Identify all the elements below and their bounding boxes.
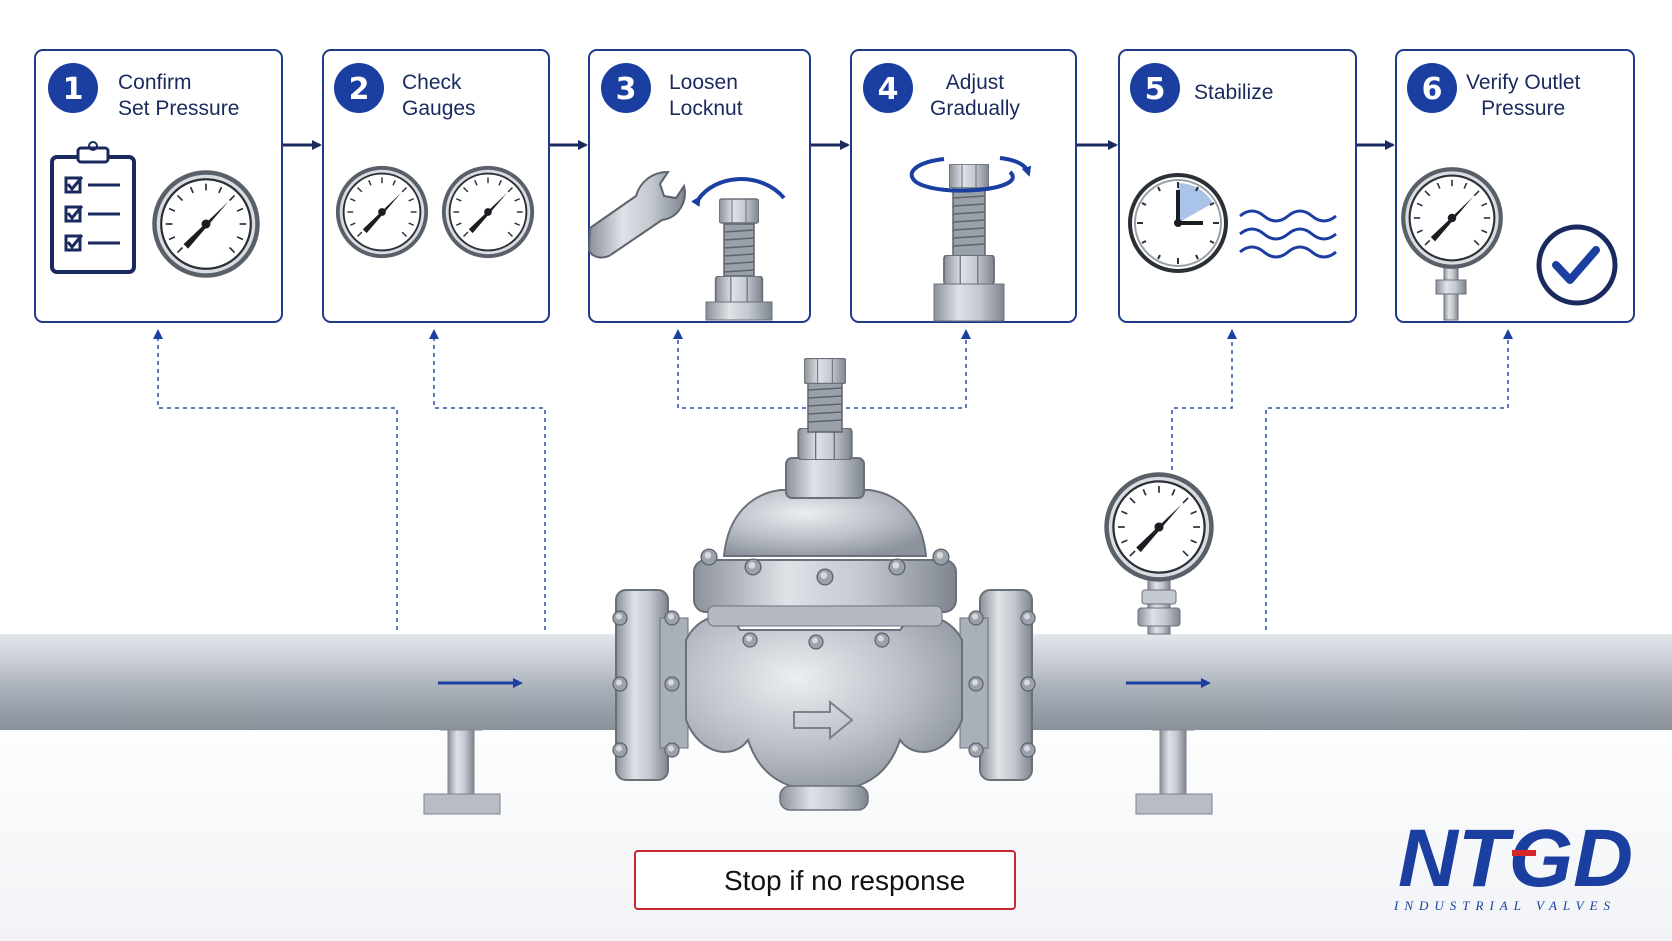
checkmark-circle-icon (1536, 224, 1618, 306)
pressure-gauge-icon (151, 169, 261, 279)
pressure-gauge-icon (334, 164, 430, 260)
brand-logo-text: NTGD (1398, 813, 1633, 904)
step-badge-5 (1130, 63, 1180, 113)
step-label-5: Stabilize (1194, 80, 1273, 106)
locknut-bolt-icon (705, 198, 773, 321)
step-label-4: Adjust Gradually (930, 70, 1020, 122)
step-label-line: Set Pressure (118, 97, 240, 120)
step-number-2: 2 (349, 72, 370, 107)
clipboard-checklist-icon (50, 141, 136, 274)
clock-icon (1128, 173, 1228, 273)
pressure-gauge-icon (1400, 166, 1504, 321)
step-badge-4 (863, 63, 913, 113)
step-cards (34, 49, 1635, 323)
step-label-line: Confirm (118, 71, 192, 94)
step-label-line: Adjust (945, 71, 1005, 94)
rotate-arrow-icon (691, 177, 786, 207)
pressure-regulator-valve (612, 358, 1036, 811)
adjust-screw-icon (933, 164, 1005, 322)
step-label-6: Verify Outlet Pressure (1466, 70, 1580, 122)
dashed-connectors (153, 329, 1513, 630)
step-badge-3 (601, 63, 651, 113)
step-number-6: 6 (1422, 72, 1443, 107)
step-label-3: Loosen Locknut (669, 70, 743, 122)
inlet-pipe (0, 634, 640, 730)
wave-lines-icon (1239, 209, 1337, 259)
step-number-badges (48, 63, 1457, 113)
brand-tagline: INDUSTRIAL VALVES (1394, 898, 1617, 913)
circular-arrow-icon (909, 156, 1032, 193)
step-number-4: 4 (878, 72, 899, 107)
step-badge-6 (1407, 63, 1457, 113)
step-number-1: 1 (63, 72, 84, 107)
outlet-pressure-gauge (1103, 471, 1215, 635)
step-label-line: Gradually (930, 97, 1020, 120)
ntgd-logo: NTGD (1398, 813, 1633, 904)
step-label-2: Check Gauges (402, 70, 476, 122)
step-badge-1 (48, 63, 98, 113)
step-label-line: Check (402, 71, 462, 94)
warning-text: Stop if no response (724, 865, 966, 896)
step-label-line: Gauges (402, 97, 476, 120)
step-label-line: Locknut (669, 97, 743, 120)
outlet-pipe (1014, 634, 1672, 730)
step-label-line: Pressure (1481, 97, 1566, 120)
step-label-line: Loosen (669, 71, 738, 94)
step-number-5: 5 (1145, 72, 1166, 107)
wrench-icon (587, 170, 686, 259)
step-badge-2 (334, 63, 384, 113)
warning-box: Stop if no response (634, 850, 1016, 910)
pressure-gauge-icon (440, 164, 536, 260)
step-label-line: Verify Outlet (1466, 71, 1581, 94)
step-label-line: Stabilize (1194, 81, 1274, 104)
step-label-1: Confirm Set Pressure (118, 70, 239, 122)
step-number-3: 3 (616, 72, 637, 107)
